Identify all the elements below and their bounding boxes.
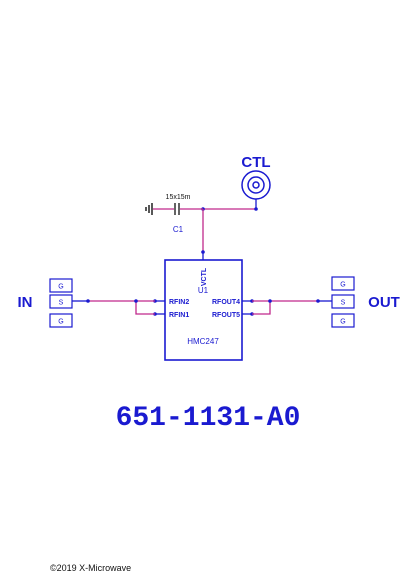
ctl-label: CTL xyxy=(241,154,270,171)
part-number: 651-1131-A0 xyxy=(116,403,301,434)
out-bridge-wire xyxy=(252,301,271,315)
ctl-connector-icon[interactable] xyxy=(241,170,271,209)
ic-ref-label: U1 xyxy=(198,286,209,295)
pin-rfout5-label: RFOUT5 xyxy=(212,312,240,319)
out-signal-label: S xyxy=(341,300,346,307)
in-signal-label: S xyxy=(59,300,64,307)
capacitor-ref-label: C1 xyxy=(173,225,184,234)
pin-rfin1-label: RFIN1 xyxy=(169,312,189,319)
ground-icon xyxy=(145,203,153,215)
ic-part-label: HMC247 xyxy=(187,337,219,346)
pin-rfout4-label: RFOUT4 xyxy=(212,299,240,306)
in-ground-bottom-label: G xyxy=(58,319,63,326)
in-label: IN xyxy=(18,294,33,311)
in-ground-top-label: G xyxy=(58,284,63,291)
out-label: OUT xyxy=(368,294,400,311)
out-connector[interactable] xyxy=(316,276,355,328)
in-bridge-wire xyxy=(135,301,155,315)
in-connector[interactable] xyxy=(49,278,90,328)
out-ground-bottom-label: G xyxy=(340,319,345,326)
ctl-node xyxy=(254,207,258,211)
pin-rfin2-label: RFIN2 xyxy=(169,299,189,306)
capacitor-size-label: 15x15m xyxy=(166,194,191,201)
out-ground-top-label: G xyxy=(340,282,345,289)
pin-vctl-label: VCTL xyxy=(201,267,208,286)
ic-u1-body[interactable] xyxy=(164,259,243,361)
capacitor-c1-icon[interactable] xyxy=(153,203,203,215)
copyright-text: ©2019 X-Microwave xyxy=(50,563,131,573)
